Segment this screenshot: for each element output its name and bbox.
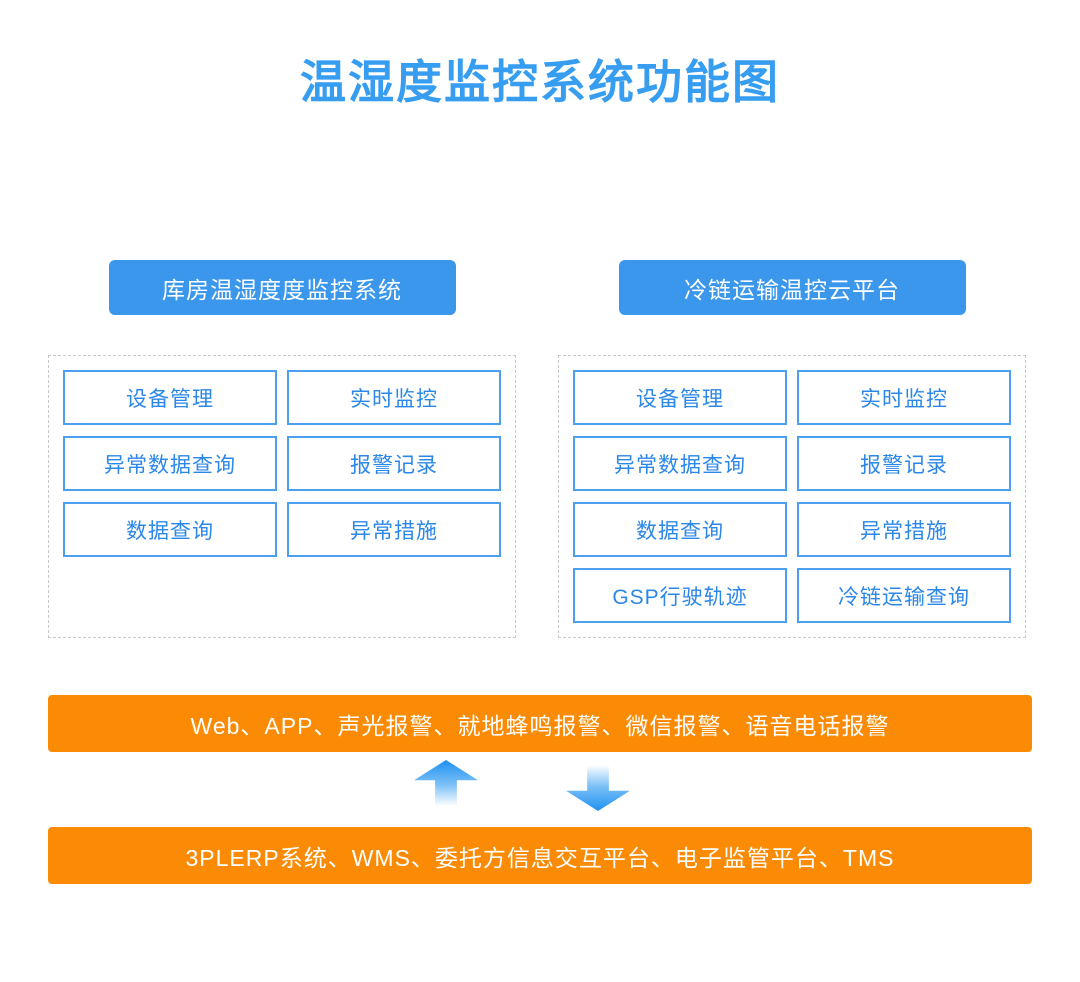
func-box-abnormal-measures: 异常措施 <box>797 502 1011 557</box>
alert-channels-bar: Web、APP、声光报警、就地蜂鸣报警、微信报警、语音电话报警 <box>48 695 1032 752</box>
warehouse-column: 库房温湿度度监控系统 设备管理 实时监控 异常数据查询 报警记录 数据查询 异常… <box>48 260 516 638</box>
page-title: 温湿度监控系统功能图 <box>300 56 780 108</box>
diagram-page: 温湿度监控系统功能图 库房温湿度度监控系统 设备管理 实时监控 异常数据查询 报… <box>0 55 1080 982</box>
func-box-device-management: 设备管理 <box>63 370 277 425</box>
func-box-alarm-records: 报警记录 <box>287 436 501 491</box>
func-box-coldchain-transport-query: 冷链运输查询 <box>797 568 1011 623</box>
func-box-abnormal-data-query: 异常数据查询 <box>63 436 277 491</box>
system-columns: 库房温湿度度监控系统 设备管理 实时监控 异常数据查询 报警记录 数据查询 异常… <box>48 260 1032 638</box>
coldchain-function-group: 设备管理 实时监控 异常数据查询 报警记录 数据查询 异常措施 GSP行驶轨迹 … <box>558 355 1026 638</box>
func-box-realtime-monitoring: 实时监控 <box>797 370 1011 425</box>
coldchain-column: 冷链运输温控云平台 设备管理 实时监控 异常数据查询 报警记录 数据查询 异常措… <box>558 260 1026 638</box>
data-flow-arrows <box>48 752 1032 827</box>
func-box-data-query: 数据查询 <box>63 502 277 557</box>
func-box-alarm-records: 报警记录 <box>797 436 1011 491</box>
func-box-data-query: 数据查询 <box>573 502 787 557</box>
func-box-device-management: 设备管理 <box>573 370 787 425</box>
func-box-abnormal-data-query: 异常数据查询 <box>573 436 787 491</box>
diagram-content: 库房温湿度度监控系统 设备管理 实时监控 异常数据查询 报警记录 数据查询 异常… <box>48 205 1032 884</box>
header-warehouse-system: 库房温湿度度监控系统 <box>108 260 456 315</box>
func-box-abnormal-measures: 异常措施 <box>287 502 501 557</box>
warehouse-function-group: 设备管理 实时监控 异常数据查询 报警记录 数据查询 异常措施 <box>48 355 516 638</box>
header-coldchain-platform: 冷链运输温控云平台 <box>618 260 966 315</box>
func-box-gsp-driving-track: GSP行驶轨迹 <box>573 568 787 623</box>
func-box-realtime-monitoring: 实时监控 <box>287 370 501 425</box>
up-arrow-icon <box>414 760 478 806</box>
external-systems-bar: 3PLERP系统、WMS、委托方信息交互平台、电子监管平台、TMS <box>48 827 1032 884</box>
down-arrow-icon <box>566 765 630 811</box>
